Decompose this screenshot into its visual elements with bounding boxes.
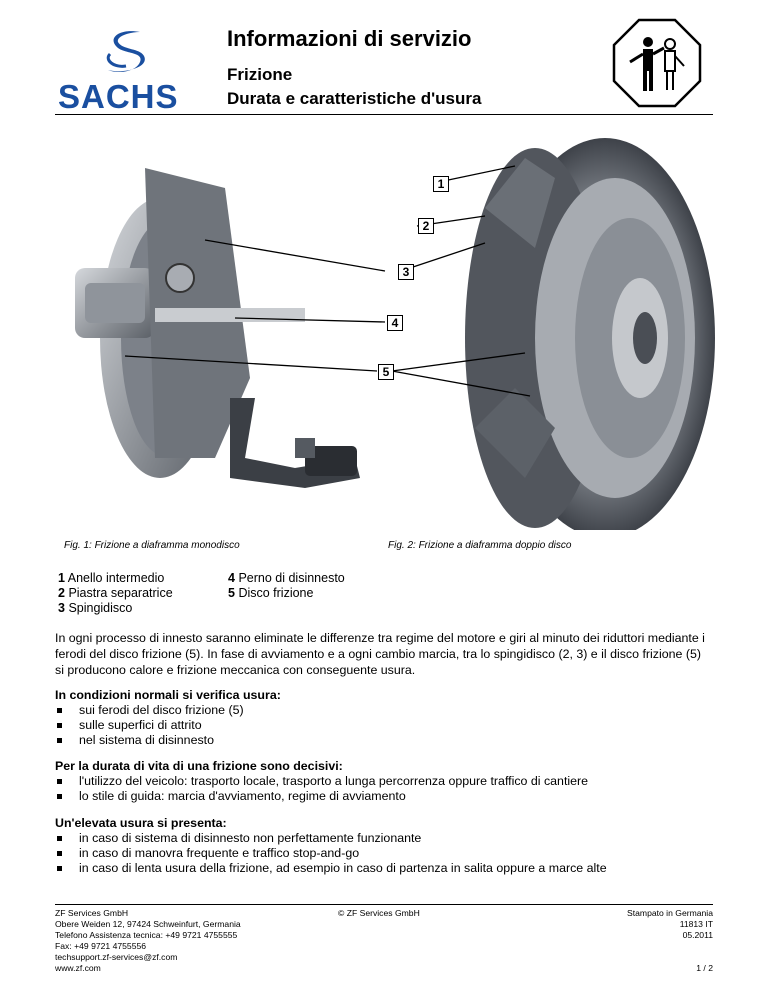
page-number: 1 / 2	[696, 963, 713, 973]
lifetime-factors-list: l'utilizzo del veicolo: trasporto locale…	[55, 774, 588, 804]
page-subtitle-1: Frizione	[227, 65, 293, 84]
brand-logo-text: SACHS	[58, 78, 179, 115]
mechanic-octagon-icon	[612, 18, 702, 108]
legend-item: 1 Anello intermedio	[58, 571, 165, 585]
list-item: in caso di sistema di disinnesto non per…	[55, 831, 607, 846]
footer-printed-in: Stampato in Germania	[627, 908, 713, 918]
page-title: Informazioni di servizio	[227, 26, 472, 51]
section-title-high-wear: Un'elevata usura si presenta:	[55, 816, 227, 830]
footer-print-info: Stampato in Germania 11813 IT 05.2011	[627, 908, 713, 941]
normal-wear-list: sui ferodi del disco frizione (5) sulle …	[55, 703, 244, 748]
fig1-single-disc-clutch	[75, 168, 360, 488]
list-item: sui ferodi del disco frizione (5)	[55, 703, 244, 718]
callout-2: 2	[418, 218, 434, 234]
legend-item: 2 Piastra separatrice	[58, 586, 173, 600]
footer-company: ZF Services GmbH	[55, 908, 129, 918]
callout-5: 5	[378, 364, 394, 380]
clutch-illustration	[75, 138, 715, 530]
footer-website[interactable]: www.zf.com	[55, 963, 101, 973]
callout-1: 1	[433, 176, 449, 192]
sachs-logo-icon	[106, 31, 145, 72]
legend-item: 5 Disco frizione	[228, 586, 314, 600]
footer-date: 05.2011	[682, 930, 713, 940]
footer-copyright: © ZF Services GmbH	[338, 908, 420, 918]
section-title-normal-wear: In condizioni normali si verifica usura:	[55, 688, 281, 702]
footer-divider	[55, 904, 713, 905]
section-title-lifetime-factors: Per la durata di vita di una frizione so…	[55, 759, 343, 773]
intro-paragraph: In ogni processo di innesto saranno elim…	[55, 631, 705, 677]
fig2-twin-disc-clutch	[465, 138, 715, 530]
list-item: sulle superfici di attrito	[55, 718, 244, 733]
list-item: nel sistema di disinnesto	[55, 733, 244, 748]
page-subtitle-2: Durata e caratteristiche d'usura	[227, 89, 482, 108]
callout-3: 3	[398, 264, 414, 280]
figure-1-caption: Fig. 1: Frizione a diaframma monodisco	[64, 540, 240, 551]
footer-address: Obere Weiden 12, 97424 Schweinfurt, Germ…	[55, 919, 241, 929]
legend-item: 4 Perno di disinnesto	[228, 571, 345, 585]
footer-fax: Fax: +49 9721 4755556	[55, 941, 147, 951]
footer-phone: Telefono Assistenza tecnica: +49 9721 47…	[55, 930, 238, 940]
footer-doc-code: 11813 IT	[679, 919, 713, 929]
list-item: lo stile di guida: marcia d'avviamento, …	[55, 789, 588, 804]
figure-2-caption: Fig. 2: Frizione a diaframma doppio disc…	[388, 540, 572, 551]
list-item: in caso di lenta usura della frizione, a…	[55, 861, 607, 876]
list-item: l'utilizzo del veicolo: trasporto locale…	[55, 774, 588, 789]
callout-4: 4	[387, 315, 403, 331]
legend-item: 3 Spingidisco	[58, 601, 133, 615]
list-item: in caso di manovra frequente e traffico …	[55, 846, 607, 861]
high-wear-list: in caso di sistema di disinnesto non per…	[55, 831, 607, 876]
header-divider	[55, 114, 713, 115]
footer-company-info: ZF Services GmbH Obere Weiden 12, 97424 …	[55, 908, 241, 974]
footer-email[interactable]: techsupport.zf-services@zf.com	[55, 952, 178, 962]
